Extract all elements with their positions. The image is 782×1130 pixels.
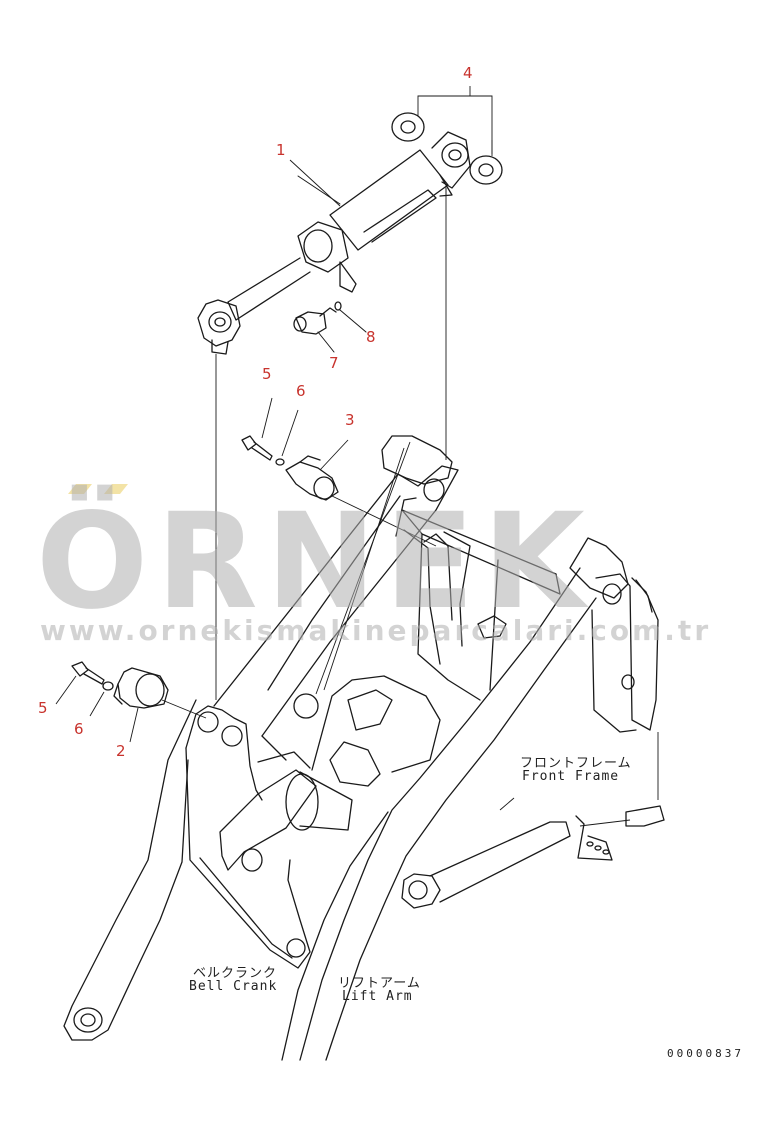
pin-part-3 bbox=[285, 455, 339, 501]
watermark-brand: ÖRNEK bbox=[36, 485, 593, 639]
callout-5-lower: 5 bbox=[38, 699, 48, 717]
o-ring-part-8 bbox=[334, 301, 367, 333]
lower-link bbox=[401, 805, 665, 909]
lift-arm-label-jp: リフトアーム bbox=[338, 976, 421, 991]
watermark-site-url: www.ornekismakineparcalari.com.tr bbox=[40, 614, 712, 647]
assembly-lines bbox=[161, 196, 659, 827]
bolt-part-5-upper bbox=[241, 435, 273, 461]
bell-crank bbox=[185, 705, 353, 969]
callout-6-upper: 6 bbox=[296, 382, 306, 400]
callout-8: 8 bbox=[366, 328, 376, 346]
bell-crank-label-jp: ベルクランク bbox=[193, 966, 278, 981]
callout-3: 3 bbox=[345, 411, 355, 429]
front-frame-label-en: Front Frame bbox=[522, 769, 620, 784]
washer-part-6-lower bbox=[102, 681, 114, 691]
bolt-part-5-lower bbox=[71, 661, 105, 685]
callout-2: 2 bbox=[116, 742, 126, 760]
lift-arm bbox=[63, 435, 629, 1061]
front-frame bbox=[311, 497, 659, 787]
callout-5-upper: 5 bbox=[262, 365, 272, 383]
callout-7: 7 bbox=[329, 354, 339, 372]
grease-fitting-part-7 bbox=[293, 307, 337, 353]
callout-4: 4 bbox=[463, 64, 473, 82]
bell-crank-label-en: Bell Crank bbox=[189, 979, 278, 994]
watermark-accent-marks bbox=[68, 484, 128, 494]
callout-1: 1 bbox=[276, 141, 286, 159]
callout-6-lower: 6 bbox=[74, 720, 84, 738]
hydraulic-cylinder-part-1 bbox=[197, 131, 471, 355]
washer-part-4-right bbox=[469, 155, 503, 185]
front-frame-label-jp: フロントフレーム bbox=[520, 756, 632, 771]
leader-lines bbox=[55, 86, 515, 811]
washer-part-6-upper bbox=[275, 458, 285, 466]
pin-part-2 bbox=[113, 667, 169, 709]
washer-part-4-left bbox=[391, 112, 425, 142]
document-number: 00000837 bbox=[667, 1047, 744, 1060]
lift-arm-label-en: Lift Arm bbox=[342, 989, 413, 1004]
